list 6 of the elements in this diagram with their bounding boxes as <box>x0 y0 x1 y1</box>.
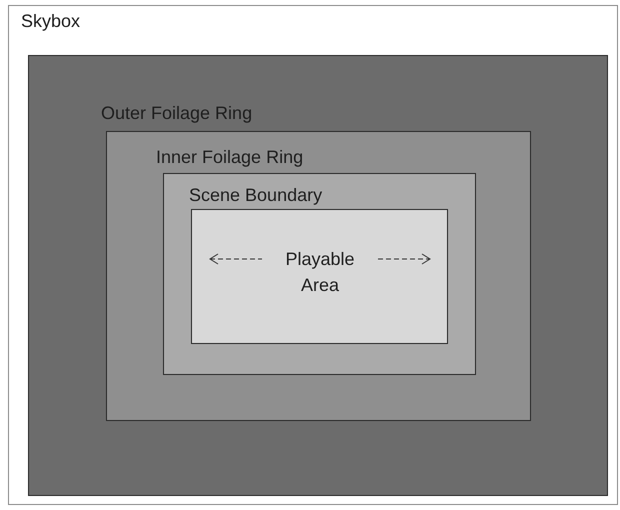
region-label: Inner Foilage Ring <box>156 146 304 168</box>
region-label: Scene Boundary <box>189 184 322 206</box>
region-label: Skybox <box>21 10 80 32</box>
area-label: Playable Area <box>284 248 356 297</box>
region-label: Outer Foilage Ring <box>101 102 252 124</box>
diagram-frame <box>8 5 618 505</box>
